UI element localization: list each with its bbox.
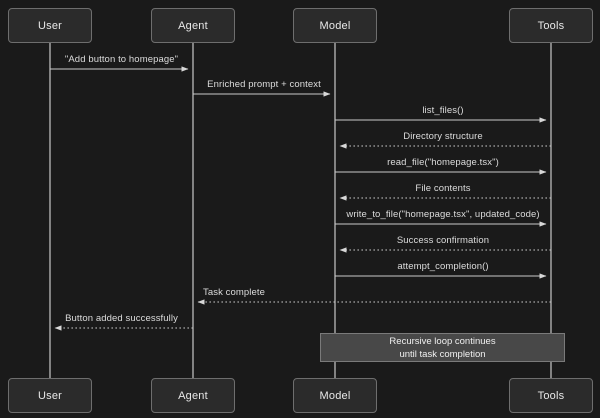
actor-label: Tools (537, 389, 565, 402)
message-label-5: File contents (415, 183, 471, 194)
actor-agent-top[interactable]: Agent (151, 8, 235, 43)
lifelines-group (49, 43, 552, 378)
message-arrows-group (50, 66, 551, 331)
actor-agent-bottom[interactable]: Agent (151, 378, 235, 413)
message-label-10: Button added successfully (65, 313, 178, 324)
actor-label: Model (319, 19, 351, 32)
actor-label: Agent (178, 19, 208, 32)
note-line-1: until task completion (399, 348, 486, 360)
message-label-3: Directory structure (403, 131, 483, 142)
actor-label: User (37, 19, 63, 32)
message-label-8: attempt_completion() (397, 261, 489, 272)
message-label-6: write_to_file("homepage.tsx", updated_co… (346, 209, 540, 220)
message-label-9: Task complete (203, 287, 266, 298)
actor-user-bottom[interactable]: User (8, 378, 92, 413)
actor-tools-top[interactable]: Tools (509, 8, 593, 43)
actor-label: Model (319, 389, 351, 402)
message-label-0: "Add button to homepage" (64, 54, 179, 65)
actor-user-top[interactable]: User (8, 8, 92, 43)
actor-label: Tools (537, 19, 565, 32)
message-label-1: Enriched prompt + context (207, 79, 321, 90)
actor-model-top[interactable]: Model (293, 8, 377, 43)
actor-tools-bottom[interactable]: Tools (509, 378, 593, 413)
actor-label: User (37, 389, 63, 402)
actor-label: Agent (178, 389, 208, 402)
message-label-7: Success confirmation (396, 235, 490, 246)
message-label-2: list_files() (422, 105, 464, 116)
message-label-4: read_file("homepage.tsx") (387, 157, 499, 168)
note-line-0: Recursive loop continues (389, 335, 496, 347)
actor-model-bottom[interactable]: Model (293, 378, 377, 413)
